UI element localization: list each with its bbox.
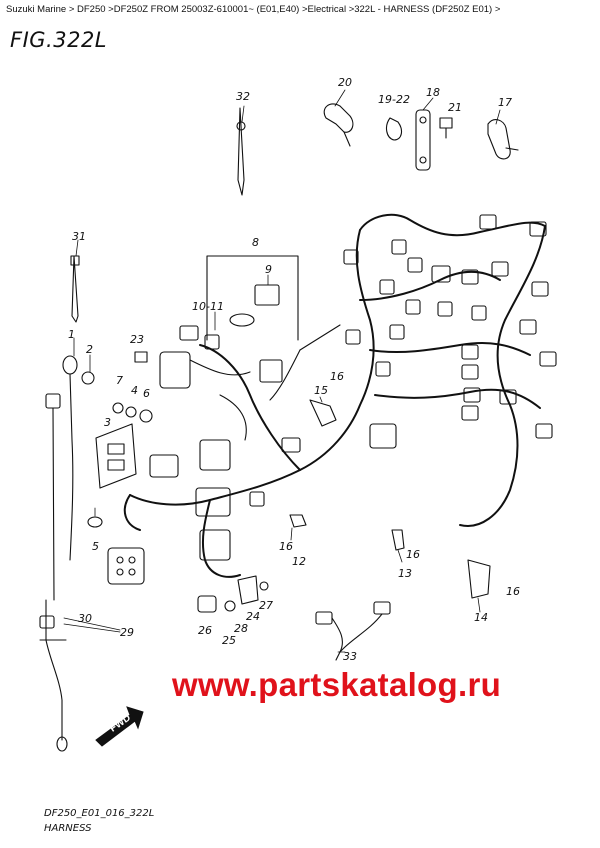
callout-part-33[interactable]: 33 (343, 650, 357, 663)
callout-part-21[interactable]: 21 (448, 101, 462, 114)
breadcrumb[interactable]: Suzuki Marine > DF250 >DF250Z FROM 25003… (6, 4, 501, 15)
bolt-part-21 (439, 117, 453, 139)
callout-part-25[interactable]: 25 (222, 634, 236, 647)
relay-part-9 (229, 284, 280, 327)
clamp-part-19-22 (385, 117, 403, 141)
nut-part-2 (81, 371, 95, 385)
callout-part-18[interactable]: 18 (426, 86, 440, 99)
callout-part-7[interactable]: 7 (116, 374, 123, 387)
callout-part-3[interactable]: 3 (104, 416, 111, 429)
small-parts-24-28 (197, 575, 269, 613)
clip-part-17 (487, 119, 519, 160)
callout-part-23[interactable]: 23 (130, 333, 144, 346)
watermark[interactable]: www.partskatalog.ru (172, 666, 502, 703)
callout-part-24[interactable]: 24 (246, 610, 260, 623)
callout-part-12[interactable]: 12 (292, 555, 306, 568)
callout-part-19-22[interactable]: 19-22 (378, 93, 410, 106)
cable-part-29 (39, 599, 68, 752)
bracket-part-15 (309, 399, 337, 427)
figure-code: DF250_E01_016_322L (44, 808, 155, 819)
clip-part-20 (323, 103, 354, 147)
callout-part-8[interactable]: 8 (252, 236, 259, 249)
callout-part-16-c[interactable]: 16 (406, 548, 420, 561)
left-components (149, 324, 341, 561)
callout-part-1[interactable]: 1 (68, 328, 75, 341)
main-harness (123, 213, 546, 578)
clip-part-12 (289, 514, 307, 528)
connectors-right (343, 214, 557, 449)
bolt-part-4 (125, 406, 137, 418)
callout-part-5[interactable]: 5 (92, 540, 99, 553)
callout-part-16-b[interactable]: 16 (279, 540, 293, 553)
callout-part-17[interactable]: 17 (498, 96, 512, 109)
sub-harness-part-33 (315, 601, 391, 661)
cable-tie-part-31 (70, 255, 80, 323)
bolt-part-23 (134, 351, 148, 363)
cable-tie-part-32 (236, 107, 246, 196)
callout-part-26[interactable]: 26 (198, 624, 212, 637)
group-bracket-part-8 (206, 255, 299, 341)
callout-part-13[interactable]: 13 (398, 567, 412, 580)
figure-title: FIG.322L (10, 28, 108, 52)
leader-lines (63, 89, 501, 653)
callout-part-6[interactable]: 6 (143, 387, 150, 400)
callout-part-27[interactable]: 27 (259, 599, 273, 612)
callout-part-9[interactable]: 9 (265, 263, 272, 276)
callout-part-28[interactable]: 28 (234, 622, 248, 635)
bracket-part-14 (467, 559, 491, 599)
connector-block (107, 547, 145, 585)
callout-part-16-a[interactable]: 16 (330, 370, 344, 383)
callout-part-14[interactable]: 14 (474, 611, 488, 624)
plate-part-3 (95, 423, 137, 489)
fwd-arrow-icon (95, 706, 144, 747)
battery-cable-part-1 (45, 355, 78, 601)
callout-part-32[interactable]: 32 (236, 90, 250, 103)
bolt-part-7 (112, 402, 124, 414)
callout-part-15[interactable]: 15 (314, 384, 328, 397)
bracket-part-18 (415, 109, 431, 171)
callout-part-10-11[interactable]: 10-11 (192, 300, 224, 313)
callout-part-30[interactable]: 30 (78, 612, 92, 625)
callout-part-16-d[interactable]: 16 (506, 585, 520, 598)
callout-part-29[interactable]: 29 (120, 626, 134, 639)
callout-part-31[interactable]: 31 (72, 230, 86, 243)
callout-part-20[interactable]: 20 (338, 76, 352, 89)
bolt-part-6 (139, 409, 153, 423)
bracket-part-13 (391, 529, 405, 551)
callout-part-2[interactable]: 2 (86, 343, 93, 356)
callout-part-4[interactable]: 4 (131, 384, 138, 397)
grommet-part-5 (87, 516, 103, 528)
figure-subtitle: HARNESS (44, 823, 92, 834)
